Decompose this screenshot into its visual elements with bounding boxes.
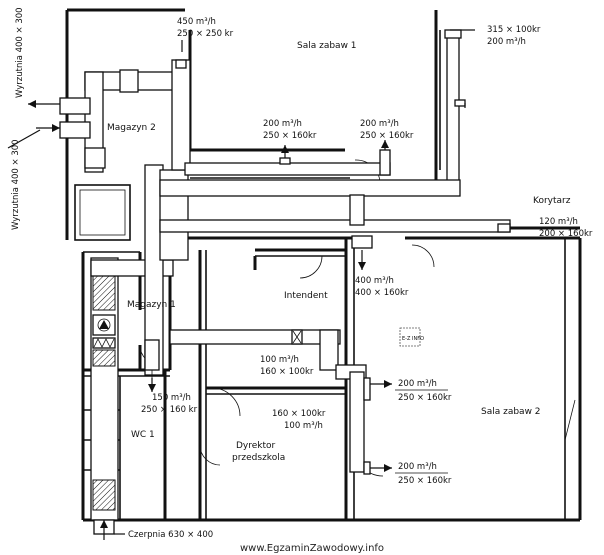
label-mid2-flow: 200 m³/h xyxy=(360,119,399,129)
label-czerpnia: Czerpnia 630 × 400 xyxy=(128,530,213,540)
room-dyrektor-line2: przedszkola xyxy=(232,453,285,463)
label-dyr-flow: 100 m³/h xyxy=(284,421,323,431)
label-sz2-a-flow: 200 m³/h xyxy=(398,379,437,389)
label-intendent-size: 160 × 100kr xyxy=(260,367,314,377)
info-stamp: E-Z INFO xyxy=(399,327,424,347)
label-mag1-flow: 150 m³/h xyxy=(152,393,191,403)
room-sala-zabaw-2: Sala zabaw 2 xyxy=(481,407,541,417)
label-dyr-size: 160 × 100kr xyxy=(272,409,326,419)
label-korytarz-flow: 120 m³/h xyxy=(539,217,578,227)
label-sz2-a-size: 250 × 160kr xyxy=(398,393,452,403)
label-mid1-flow: 200 m³/h xyxy=(263,119,302,129)
room-sala-zabaw-1: Sala zabaw 1 xyxy=(297,41,357,51)
duct-annotations: 450 m³/h 250 × 250 kr 315 × 100kr 200 m³… xyxy=(11,7,593,540)
label-wyrzutnia-bottom: Wyrzutnia 400 × 300 xyxy=(11,139,21,230)
room-dyrektor-line1: Dyrektor xyxy=(236,441,276,451)
room-labels: Sala zabaw 1 Sala zabaw 2 Magazyn 1 Maga… xyxy=(107,41,571,463)
airflow-arrows xyxy=(7,29,475,540)
label-mid1-size: 250 × 160kr xyxy=(263,131,317,141)
label-sz2-inlet-flow: 400 m³/h xyxy=(355,276,394,286)
label-mid2-size: 250 × 160kr xyxy=(360,131,414,141)
label-mag1-size: 250 × 160 kr xyxy=(141,405,198,415)
room-magazyn-2: Magazyn 2 xyxy=(107,123,156,133)
label-topright-flow: 200 m³/h xyxy=(487,37,526,47)
room-korytarz: Korytarz xyxy=(533,196,571,206)
label-sz2-inlet-size: 400 × 160kr xyxy=(355,288,409,298)
label-sz2-b-size: 250 × 160kr xyxy=(398,476,452,486)
stamp-text: E-Z INFO xyxy=(402,336,424,342)
label-sz2-b-flow: 200 m³/h xyxy=(398,462,437,472)
room-wc: WC 1 xyxy=(131,430,155,440)
room-magazyn-1: Magazyn 1 xyxy=(127,300,176,310)
ducts xyxy=(59,29,511,535)
label-top-flow: 450 m³/h xyxy=(177,17,216,27)
label-topright-size: 315 × 100kr xyxy=(487,25,541,35)
room-intendent: Intendent xyxy=(284,291,328,301)
label-wyrzutnia-top: Wyrzutnia 400 × 300 xyxy=(15,7,25,98)
watermark: www.EgzaminZawodowy.info xyxy=(240,543,384,554)
label-korytarz-size: 200 × 160kr xyxy=(539,229,593,239)
label-top-size: 250 × 250 kr xyxy=(177,29,234,39)
label-intendent-flow: 100 m³/h xyxy=(260,355,299,365)
